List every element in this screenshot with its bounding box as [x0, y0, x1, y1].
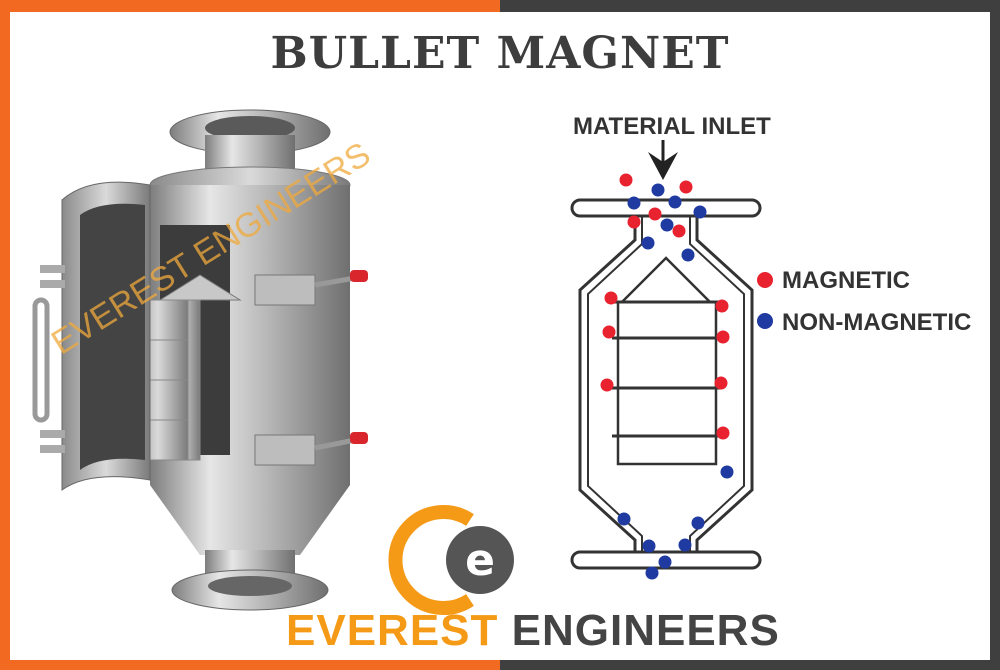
non-magnetic-particle — [617, 512, 631, 526]
non-magnetic-particle — [681, 248, 695, 262]
magnetic-particle — [679, 180, 693, 194]
frame-right — [500, 0, 1000, 670]
brand-name: EVEREST ENGINEERS — [286, 606, 780, 656]
page-title: BULLET MAGNET — [270, 28, 730, 79]
non-magnetic-particle — [668, 195, 682, 209]
magnetic-particle — [714, 376, 728, 390]
non-magnetic-particle — [651, 183, 665, 197]
material-inlet-label: MATERIAL INLET — [573, 113, 771, 140]
magnetic-particle — [715, 299, 729, 313]
non-magnetic-particle — [627, 196, 641, 210]
logo-letter: e — [465, 535, 495, 586]
legend-non-magnetic: NON-MAGNETIC — [782, 309, 972, 336]
non-magnetic-particle — [642, 539, 656, 553]
product-illustration — [32, 109, 368, 611]
non-magnetic-particle — [641, 236, 655, 250]
non-magnetic-particle — [658, 555, 672, 569]
magnetic-particle — [600, 378, 614, 392]
magnetic-particle — [716, 330, 730, 344]
frame-left — [0, 0, 500, 670]
magnetic-particle — [604, 291, 618, 305]
brand-word-engineers: ENGINEERS — [511, 606, 780, 655]
non-magnetic-particle — [693, 205, 707, 219]
non-magnetic-particle — [645, 566, 659, 580]
magnetic-legend-dot — [757, 272, 773, 288]
non-magnetic-particle — [678, 538, 692, 552]
magnetic-particle — [627, 215, 641, 229]
non-magnetic-particle — [660, 218, 674, 232]
magnetic-particle — [672, 224, 686, 238]
magnetic-particle — [648, 207, 662, 221]
magnetic-particle — [602, 325, 616, 339]
non-magnetic-legend-dot — [757, 313, 773, 329]
brand-word-everest: EVEREST — [286, 606, 499, 655]
magnetic-particle — [716, 426, 730, 440]
magnetic-particle — [619, 173, 633, 187]
legend-magnetic: MAGNETIC — [782, 267, 910, 294]
non-magnetic-particle — [691, 516, 705, 530]
non-magnetic-particle — [720, 465, 734, 479]
